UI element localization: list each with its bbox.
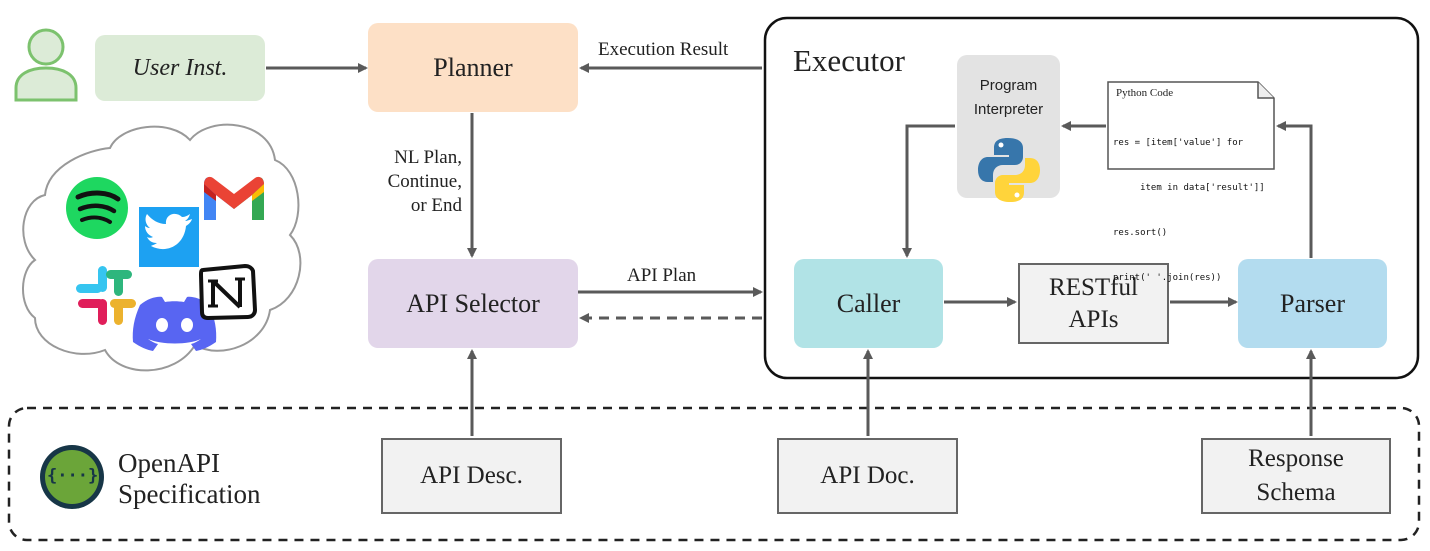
api-doc-label: API Doc.: [820, 462, 915, 489]
response-schema-line-2: Schema: [1256, 479, 1336, 506]
program-interpreter-line-1: Program: [979, 77, 1038, 94]
arrow-parser-to-code: [1276, 121, 1313, 258]
response-schema-line-1: Response: [1248, 445, 1344, 472]
slack-icon: [76, 266, 136, 325]
python-code-body: res = [item['value'] for item in data['r…: [1113, 106, 1265, 301]
parser-box: Parser: [1238, 259, 1387, 348]
python-code-line-1: res = [item['value'] for: [1113, 138, 1244, 148]
program-interpreter-line-2: Interpreter: [973, 101, 1044, 118]
restful-label-line-1: RESTful: [1049, 273, 1138, 301]
twitter-icon: [139, 207, 199, 267]
nl-plan-line-2: Continue,: [387, 171, 462, 192]
response-schema-box: Response Schema: [1201, 438, 1391, 514]
executor-title: Executor: [793, 43, 905, 78]
gmail-icon: [204, 176, 264, 220]
python-code-document: [1107, 81, 1275, 170]
openapi-logo-glyph: {···}: [47, 466, 99, 486]
api-doc-box: API Doc.: [777, 438, 958, 514]
caller-box: Caller: [794, 259, 943, 348]
api-desc-label: API Desc.: [420, 462, 523, 489]
parser-label: Parser: [1280, 288, 1345, 318]
python-code-title: Python Code: [1116, 87, 1174, 99]
python-code-line-2: item in data['result']]: [1113, 183, 1265, 193]
discord-icon: [132, 296, 217, 351]
openapi-label-line-2: Specification: [118, 479, 261, 509]
program-interpreter-label: Program Interpreter: [957, 74, 1060, 122]
notion-icon: [198, 263, 258, 321]
api-selector-label: API Selector: [406, 288, 540, 318]
arrows: [266, 63, 1316, 436]
restful-label-line-2: APIs: [1068, 305, 1119, 333]
api-desc-box: API Desc.: [381, 438, 562, 514]
user-inst-box: User Inst.: [95, 35, 265, 101]
planner-box: Planner: [368, 23, 578, 112]
api-selector-box: API Selector: [368, 259, 578, 348]
arrow-interpreter-to-caller: [902, 124, 955, 258]
python-icon: [978, 138, 1040, 202]
execution-result-label: Execution Result: [598, 39, 729, 60]
user-inst-label: User Inst.: [132, 54, 228, 81]
python-code-line-3: res.sort(): [1113, 228, 1168, 238]
nl-plan-line-3: or End: [410, 195, 462, 216]
openapi-label: OpenAPI Specification: [118, 448, 260, 510]
python-code-line-4: print(' '.join(res)): [1113, 273, 1222, 283]
openapi-spec-container: [7, 406, 1421, 542]
caller-label: Caller: [836, 288, 901, 318]
spotify-icon: [66, 177, 128, 239]
api-plan-label: API Plan: [627, 265, 697, 286]
openapi-label-line-1: OpenAPI: [118, 448, 220, 478]
openapi-icon: [40, 445, 104, 509]
restful-apis-box: RESTful APIs: [1018, 263, 1169, 344]
user-icon: [14, 28, 78, 102]
planner-label: Planner: [433, 52, 513, 82]
nl-plan-label: NL Plan, Continue, or End: [368, 146, 462, 218]
nl-plan-line-1: NL Plan,: [394, 147, 462, 168]
